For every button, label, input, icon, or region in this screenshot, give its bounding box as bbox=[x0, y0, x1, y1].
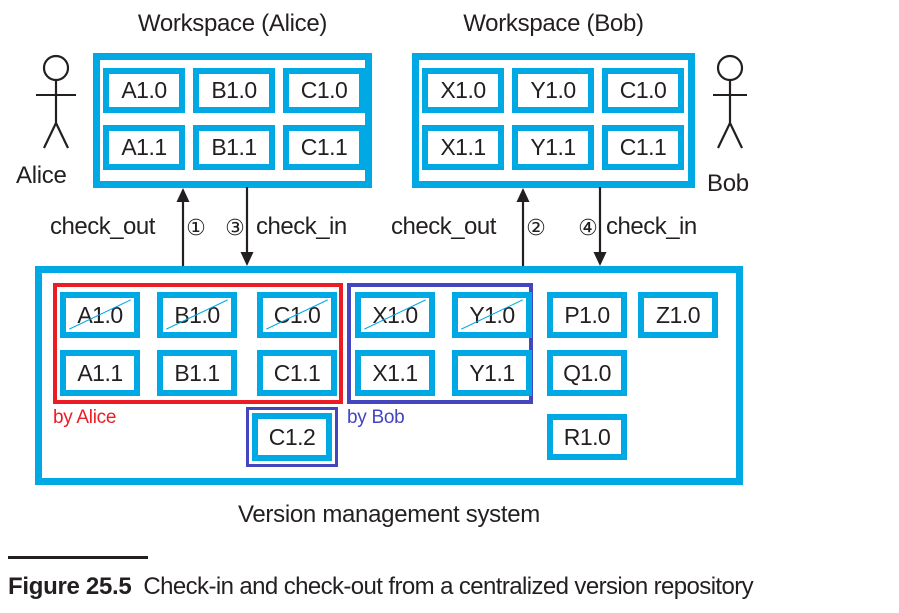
bob-workspace-row1: X1.0 Y1.0 C1.0 bbox=[422, 68, 688, 113]
version-box-locked: X1.0 bbox=[355, 292, 435, 338]
alice-workspace-row1: A1.0 B1.0 C1.0 bbox=[103, 68, 365, 113]
bob-workspace-content: X1.0 Y1.0 C1.0 X1.1 Y1.1 C1.1 bbox=[419, 60, 688, 170]
alice-check-in-label: check_in bbox=[256, 213, 347, 240]
version-box: C1.1 bbox=[257, 350, 337, 396]
bob-check-in-label: check_in bbox=[606, 213, 697, 240]
step-4-badge: ④ bbox=[578, 215, 598, 240]
version-box: R1.0 bbox=[547, 414, 627, 460]
version-box: C1.0 bbox=[602, 68, 684, 113]
version-box: X1.1 bbox=[355, 350, 435, 396]
bob-workspace-box: X1.0 Y1.0 C1.0 X1.1 Y1.1 C1.1 bbox=[412, 53, 695, 188]
figure-number-label: Figure 25.5 bbox=[8, 573, 132, 600]
step-2-badge: ② bbox=[526, 215, 546, 240]
version-box: B1.0 bbox=[193, 68, 275, 113]
version-box: B1.1 bbox=[157, 350, 237, 396]
transfer-arrows bbox=[176, 187, 607, 267]
repository-box: A1.0 B1.0 C1.0 X1.0 Y1.0 P1.0 Z1.0 A1.1 … bbox=[35, 266, 743, 485]
version-box: A1.1 bbox=[103, 125, 185, 170]
step-3-badge: ③ bbox=[225, 215, 245, 240]
version-box: Y1.1 bbox=[512, 125, 594, 170]
bob-actor-label: Bob bbox=[707, 170, 749, 197]
version-box: B1.1 bbox=[193, 125, 275, 170]
alice-workspace-content: A1.0 B1.0 C1.0 A1.1 B1.1 C1.1 bbox=[100, 60, 365, 170]
version-box: C1.0 bbox=[283, 68, 365, 113]
bob-check-in-arrow bbox=[593, 187, 607, 266]
alice-actor-label: Alice bbox=[16, 162, 67, 189]
bob-workspace-title: Workspace (Bob) bbox=[463, 10, 644, 37]
version-box-locked: Y1.0 bbox=[452, 292, 532, 338]
version-box: C1.1 bbox=[283, 125, 365, 170]
by-bob-label: by Bob bbox=[347, 407, 405, 428]
version-box: X1.1 bbox=[422, 125, 504, 170]
figure-caption: Figure 25.5 Check-in and check-out from a… bbox=[8, 573, 896, 601]
version-box-locked: A1.0 bbox=[60, 292, 140, 338]
alice-check-out-arrow bbox=[176, 188, 190, 267]
bob-check-out-label: check_out bbox=[391, 213, 496, 240]
version-box: Y1.0 bbox=[512, 68, 594, 113]
alice-stick-figure-icon bbox=[36, 54, 76, 149]
version-box-new: C1.2 bbox=[252, 413, 332, 461]
bob-stick-figure-icon bbox=[713, 54, 747, 149]
version-box: A1.0 bbox=[103, 68, 185, 113]
step-1-badge: ① bbox=[186, 215, 206, 240]
bob-workspace-row2: X1.1 Y1.1 C1.1 bbox=[422, 125, 688, 170]
version-box-locked: C1.0 bbox=[257, 292, 337, 338]
version-box: X1.0 bbox=[422, 68, 504, 113]
version-box: Q1.0 bbox=[547, 350, 627, 396]
bob-check-out-arrow bbox=[516, 188, 530, 267]
version-box: P1.0 bbox=[547, 292, 627, 338]
version-box: A1.1 bbox=[60, 350, 140, 396]
alice-check-in-arrow bbox=[240, 187, 254, 266]
version-box-locked: B1.0 bbox=[157, 292, 237, 338]
caption-divider bbox=[8, 556, 148, 559]
alice-workspace-title: Workspace (Alice) bbox=[137, 10, 328, 37]
version-box: C1.1 bbox=[602, 125, 684, 170]
by-alice-label: by Alice bbox=[53, 407, 117, 428]
version-box: Z1.0 bbox=[638, 292, 718, 338]
figure-caption-text: Check-in and check-out from a centralize… bbox=[143, 573, 754, 600]
version-box: Y1.1 bbox=[452, 350, 532, 396]
bob-locked-group-outline bbox=[347, 283, 533, 404]
new-version-outline: C1.2 bbox=[246, 407, 338, 467]
alice-locked-group-outline bbox=[53, 283, 343, 404]
repository-label: Version management system bbox=[238, 501, 540, 528]
alice-workspace-row2: A1.1 B1.1 C1.1 bbox=[103, 125, 365, 170]
alice-check-out-label: check_out bbox=[50, 213, 155, 240]
alice-workspace-box: A1.0 B1.0 C1.0 A1.1 B1.1 C1.1 bbox=[93, 53, 372, 188]
